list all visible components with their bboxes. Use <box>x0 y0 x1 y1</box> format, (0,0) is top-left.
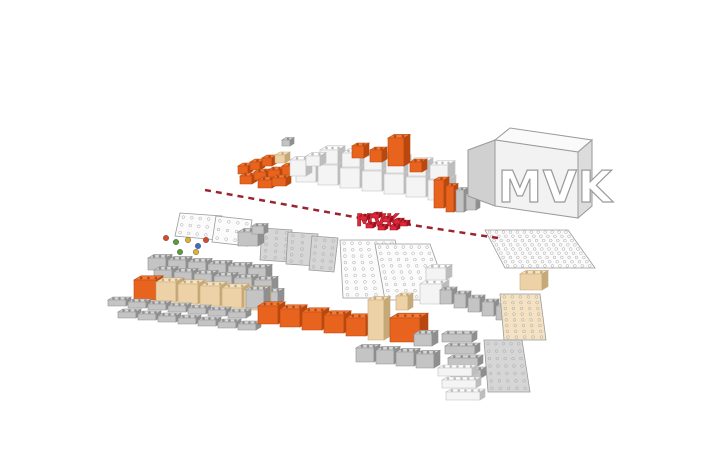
small-round-part[interactable] <box>176 248 183 255</box>
baseplate-right[interactable] <box>484 229 596 269</box>
red-logo-piece[interactable] <box>364 221 378 229</box>
bottom-left-plates[interactable] <box>216 318 243 329</box>
machine-part-dark[interactable] <box>250 223 270 235</box>
bottom-right-panels[interactable] <box>446 354 485 367</box>
brick-cluster-top-middle[interactable] <box>304 151 328 167</box>
plate-strip-c[interactable] <box>308 235 339 273</box>
tall-orange-bricks[interactable] <box>386 133 412 167</box>
bottom-right-panels[interactable] <box>444 388 487 401</box>
tall-orange-bricks[interactable] <box>408 158 429 173</box>
tall-orange-bricks[interactable] <box>368 146 389 163</box>
front-bricks-layer <box>106 223 550 401</box>
red-logo-piece[interactable] <box>398 219 412 227</box>
bottom-center-bricks[interactable] <box>394 292 415 311</box>
bottom-left-plates[interactable] <box>106 296 133 307</box>
bottom-center-tan-tower[interactable] <box>366 295 392 341</box>
red-logo-pieces[interactable]: MVK <box>356 211 412 231</box>
back-row-bricks-layer <box>236 133 482 213</box>
bottom-left-plates[interactable] <box>156 312 183 323</box>
dashed-guide-lines <box>204 188 499 240</box>
bottom-right-panels[interactable] <box>443 342 482 355</box>
bottom-left-plates[interactable] <box>236 320 263 331</box>
bottom-right-panels[interactable] <box>440 376 483 389</box>
bottom-left-plates[interactable] <box>186 304 213 315</box>
bottom-left-plates[interactable] <box>196 316 223 327</box>
red-logo-piece[interactable] <box>381 215 395 223</box>
bottom-right-panels[interactable] <box>518 269 550 291</box>
bottom-center-grey-bricks[interactable] <box>412 329 440 347</box>
red-logo-piece[interactable] <box>392 217 406 225</box>
baseplates-layer <box>174 212 596 301</box>
bottom-left-plates[interactable] <box>226 308 253 319</box>
bottom-left-plates[interactable] <box>126 298 153 309</box>
bottom-center-bricks[interactable] <box>388 312 430 343</box>
bottom-left-plates[interactable] <box>136 310 163 321</box>
bottom-left-plates[interactable] <box>206 306 233 317</box>
small-round-part[interactable] <box>192 248 199 255</box>
small-grey-connector[interactable] <box>280 137 296 147</box>
small-round-part[interactable] <box>162 234 169 241</box>
red-logo-piece[interactable] <box>358 213 372 221</box>
small-round-part[interactable] <box>194 242 201 249</box>
red-logo-piece[interactable] <box>376 223 390 231</box>
bottom-left-plates[interactable] <box>116 308 143 319</box>
tan-lattice-panel[interactable] <box>499 293 547 341</box>
grey-lattice-panel[interactable] <box>483 339 531 393</box>
red-logo-piece[interactable] <box>370 211 384 219</box>
bottom-center-grey-bricks[interactable] <box>414 349 442 369</box>
plate-strip-a[interactable] <box>259 227 293 263</box>
red-logo-piece[interactable] <box>388 223 402 231</box>
small-round-part[interactable] <box>172 238 179 245</box>
bottom-right-panels[interactable] <box>440 330 479 343</box>
tall-orange-bricks[interactable] <box>350 142 371 159</box>
bottom-center-grey-bricks[interactable] <box>354 343 382 363</box>
big-white-block[interactable]: MVK <box>467 127 614 220</box>
small-round-part[interactable] <box>184 236 191 243</box>
white-frame[interactable] <box>424 263 454 281</box>
bottom-left-plates[interactable] <box>146 300 173 311</box>
large-logo-text: MVK <box>498 162 614 213</box>
bottom-center-bricks[interactable] <box>278 304 309 328</box>
bottom-right-panels[interactable] <box>436 364 479 377</box>
bottom-left-plates[interactable] <box>176 314 203 325</box>
brick-cluster-top-middle[interactable] <box>428 160 457 180</box>
brick-cluster-top-left[interactable] <box>270 174 293 187</box>
bottom-left-plates[interactable] <box>166 302 193 313</box>
brick-cluster-top-left[interactable] <box>273 151 292 164</box>
small-round-part[interactable] <box>202 236 209 243</box>
